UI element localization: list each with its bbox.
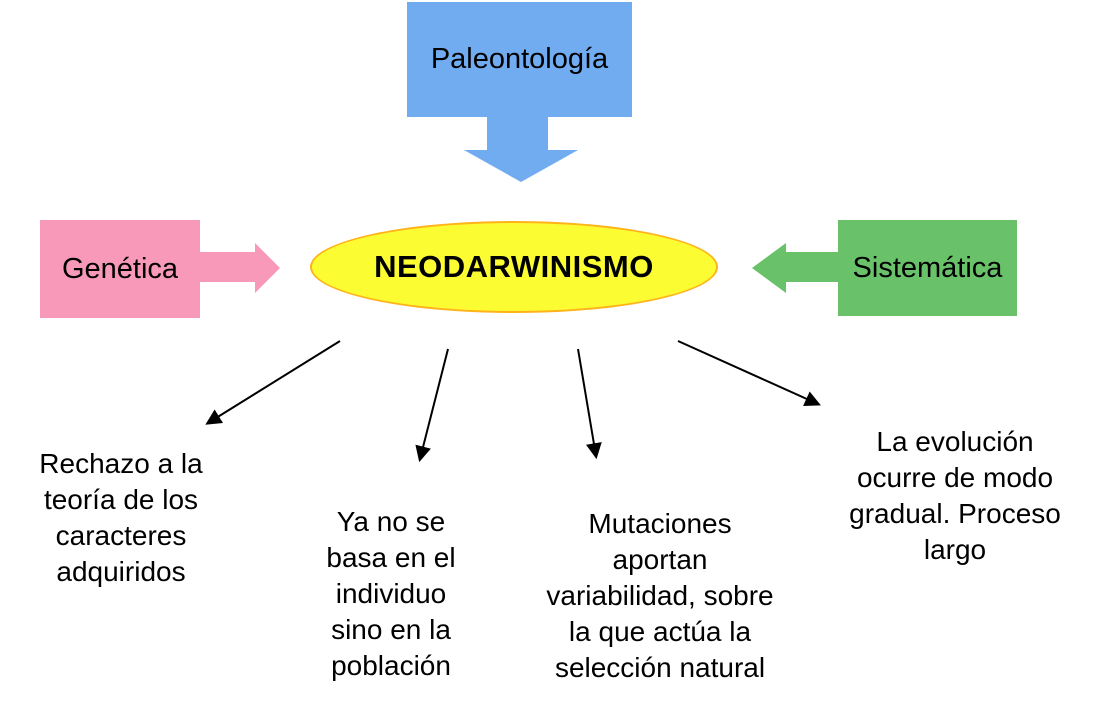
genetica-label: Genética bbox=[61, 252, 179, 285]
paleontologia-down-arrow bbox=[464, 117, 578, 182]
genetica-right-arrow bbox=[200, 243, 280, 293]
arrow-to-note-rechazo bbox=[205, 340, 341, 425]
paleontologia-box: Paleontología bbox=[407, 2, 632, 117]
neodarwinismo-ellipse: NEODARWINISMO bbox=[310, 221, 718, 313]
arrow-to-note-mutaciones bbox=[577, 348, 602, 460]
arrow-to-note-poblacion bbox=[415, 348, 449, 463]
note-evolucion-gradual: La evolución ocurre de modo gradual. Pro… bbox=[849, 426, 1061, 565]
sistematica-left-arrow bbox=[752, 243, 838, 293]
genetica-box: Genética bbox=[40, 220, 200, 318]
paleontologia-label: Paleontología bbox=[430, 43, 609, 76]
sistematica-box: Sistemática bbox=[838, 220, 1017, 316]
note-mutaciones-variabilidad: Mutaciones aportan variabilidad, sobre l… bbox=[546, 508, 774, 683]
neodarwinismo-label: NEODARWINISMO bbox=[374, 249, 654, 284]
note-individuo-poblacion: Ya no se basa en el individuo sino en la… bbox=[326, 506, 456, 681]
note-caracteres-adquiridos: Rechazo a la teoría de los caracteres ad… bbox=[39, 448, 203, 587]
sistematica-label: Sistemática bbox=[852, 251, 1003, 284]
arrow-to-note-gradual bbox=[677, 340, 821, 407]
